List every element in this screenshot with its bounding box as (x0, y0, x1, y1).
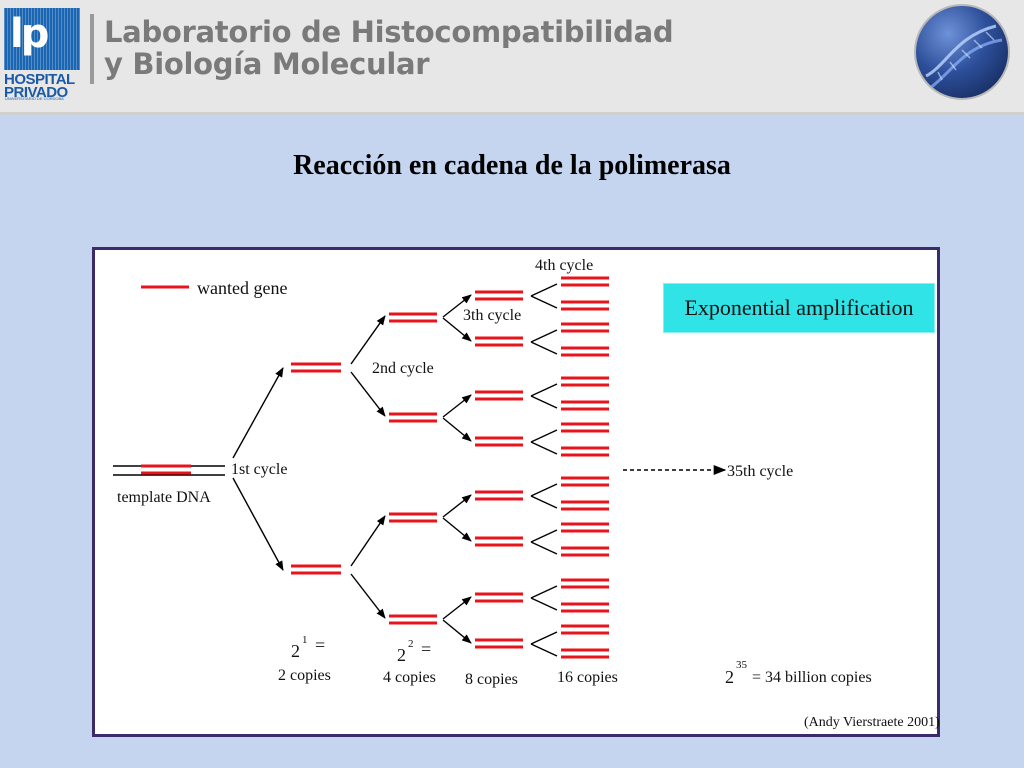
count-1-copies: 2 copies (278, 667, 331, 684)
count-35-copies: = 34 billion copies (752, 669, 872, 686)
cycle-2-label: 2nd cycle (372, 360, 434, 377)
logo-text-hospital: HOSPITAL (4, 71, 75, 88)
fork-c4-7-down (530, 643, 558, 657)
fork-c4-7-up (530, 631, 558, 645)
legend-label: wanted gene (197, 278, 288, 298)
fork-c4-2-down (530, 395, 558, 409)
count-1-eq: = (315, 635, 326, 655)
dna-helix-image (914, 4, 1010, 100)
arrow-c3-down-3 (442, 619, 472, 644)
count-2-copies: 4 copies (383, 669, 436, 686)
count-2-eq: = (421, 639, 432, 659)
fork-c4-4-down (530, 495, 558, 509)
cycle-1-label: 1st cycle (231, 461, 288, 478)
arrow-c1-up (232, 367, 284, 459)
count-2-exp: 2 (408, 638, 414, 650)
fork-c4-2-up (530, 383, 558, 397)
fork-c4-4-up (530, 483, 558, 497)
arrow-c3-up-1 (442, 394, 472, 418)
slide-header: lp HOSPITAL PRIVADO UNIVERSITARIO DE CÓR… (0, 0, 1024, 115)
count-3-copies: 8 copies (465, 671, 518, 688)
fork-c4-1-down (530, 341, 558, 355)
arrow-c1-down (232, 477, 284, 571)
arrow-c3-down-0 (442, 317, 472, 342)
cycle-4-label: 4th cycle (535, 257, 594, 274)
fork-c4-3-down (530, 441, 558, 455)
fork-c4-0-down (530, 295, 558, 309)
pcr-tree (113, 276, 727, 659)
count-35-exp: 35 (736, 659, 747, 671)
slide-title: Reacción en cadena de la polimerasa (293, 150, 731, 181)
fork-c4-0-up (530, 283, 558, 297)
cycle-3-label: 3th cycle (463, 307, 522, 324)
arrow-c2-up-0 (350, 315, 386, 365)
count-2-base: 2 (397, 645, 406, 665)
count-1-exp: 1 (302, 634, 308, 646)
count-4-copies: 16 copies (557, 669, 618, 686)
fork-c4-5-down (530, 541, 558, 555)
count-1-base: 2 (291, 641, 300, 661)
fork-c4-6-up (530, 585, 558, 599)
exponential-amplification-box: Exponential amplification (663, 283, 935, 333)
header-title-line1: Laboratorio de Histocompatibilidad (104, 15, 674, 49)
fork-c4-3-up (530, 429, 558, 443)
logo-emblem: lp (4, 8, 80, 70)
fork-c4-5-up (530, 529, 558, 543)
credit-text: (Andy Vierstraete 2001) (804, 715, 940, 730)
logo-text-university: UNIVERSITARIO DE CÓRDOBA (5, 96, 64, 101)
hospital-logo: lp HOSPITAL PRIVADO UNIVERSITARIO DE CÓR… (2, 4, 82, 101)
arrow-c3-up-2 (442, 494, 472, 518)
arrow-c3-down-2 (442, 517, 472, 542)
arrow-c2-up-1 (350, 515, 386, 567)
logo-mark: lp (10, 11, 49, 57)
count-35-base: 2 (725, 667, 734, 687)
header-title-line2: y Biología Molecular (104, 47, 430, 81)
arrow-c2-down-1 (350, 573, 386, 619)
arrow-c3-down-1 (442, 417, 472, 442)
arrow-c3-up-3 (442, 596, 472, 620)
fork-c4-6-down (530, 597, 558, 611)
header-divider (90, 14, 94, 84)
arrow-c2-down-0 (350, 371, 386, 417)
fork-c4-1-up (530, 329, 558, 343)
template-dna-label: template DNA (117, 489, 211, 506)
pcr-diagram: Exponential amplification wanted gene te… (92, 247, 940, 737)
cycle-35-label: 35th cycle (727, 463, 794, 480)
arrow-c3-up-0 (442, 294, 472, 318)
logo-text-privado: PRIVADO (4, 84, 68, 101)
